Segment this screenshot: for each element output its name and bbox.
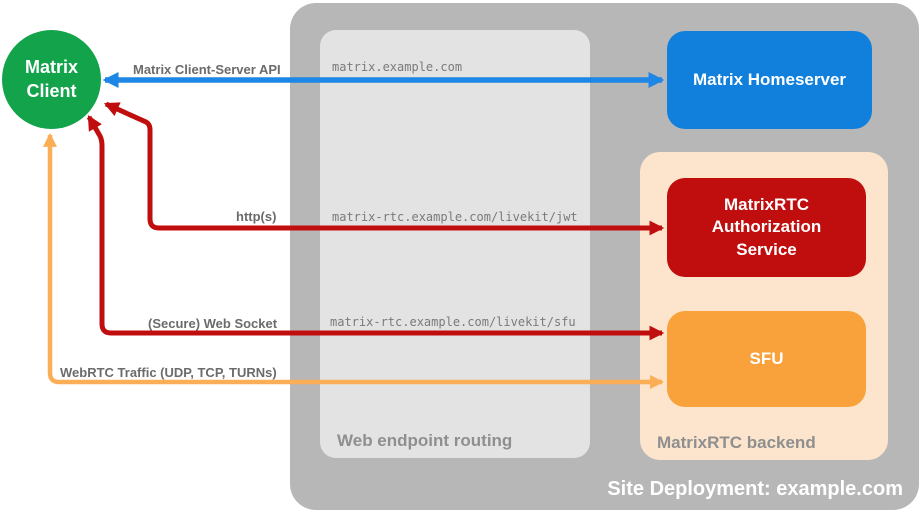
route-livekit-jwt: matrix-rtc.example.com/livekit/jwt (332, 210, 578, 224)
web-endpoint-routing-container: Web endpoint routing (320, 30, 590, 458)
matrix-client-node: Matrix Client (2, 30, 101, 129)
matrix-homeserver-node: Matrix Homeserver (667, 31, 872, 129)
matrixrtc-backend-caption: MatrixRTC backend (657, 433, 816, 452)
web-endpoint-routing-caption: Web endpoint routing (337, 431, 513, 450)
route-matrix-example-com: matrix.example.com (332, 60, 463, 74)
auth-service-label: MatrixRTC Authorization Service (711, 194, 822, 259)
matrix-client-label: Matrix Client (24, 56, 78, 101)
route-livekit-sfu: matrix-rtc.example.com/livekit/sfu (330, 315, 576, 329)
webrtc-edge-label: WebRTC Traffic (UDP, TCP, TURNs) (60, 365, 277, 380)
websocket-edge-label: (Secure) Web Socket (148, 316, 278, 331)
matrix-homeserver-label: Matrix Homeserver (692, 69, 847, 89)
http-edge-label: http(s) (236, 209, 277, 224)
sfu-label: SFU (749, 348, 784, 368)
client-server-api-edge-label: Matrix Client-Server API (133, 62, 281, 77)
site-deployment-caption: Site Deployment: example.com (607, 478, 903, 500)
auth-service-node: MatrixRTC Authorization Service (667, 178, 866, 277)
sfu-node: SFU (667, 311, 866, 407)
